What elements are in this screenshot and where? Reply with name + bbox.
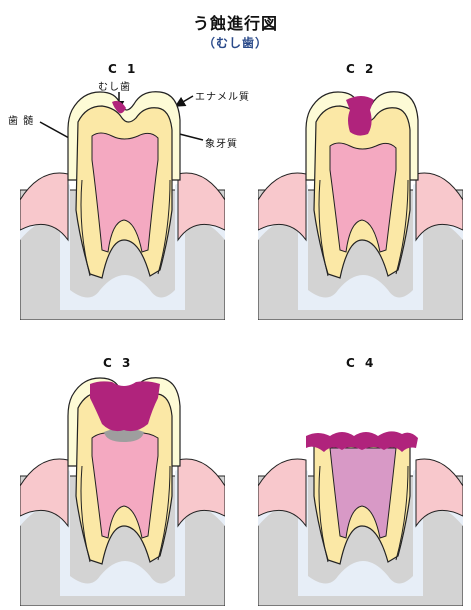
- caries-lesion: [90, 381, 160, 432]
- tooth-diagram-c2: [258, 91, 463, 320]
- gum: [20, 458, 69, 528]
- arrow-enamel: [174, 95, 194, 107]
- tooth-diagram-c4: [258, 431, 463, 606]
- gum: [258, 458, 307, 528]
- caries-lesion: [112, 100, 126, 114]
- annotation-pulp: 歯 髄: [8, 116, 35, 127]
- annotation-enamel: エナメル質: [195, 92, 250, 103]
- root-canal-outline: [318, 179, 409, 277]
- annotation-dentin: 象牙質: [205, 139, 238, 150]
- root-canal-outline: [318, 465, 409, 563]
- stage-label-c3: C 3: [103, 356, 134, 370]
- diagram-title: う蝕進行図: [192, 14, 278, 33]
- caries-lesion: [346, 96, 374, 136]
- gum: [415, 458, 463, 528]
- stage-label-c2: C 2: [346, 62, 377, 76]
- gum: [415, 172, 463, 242]
- diagram-subtitle: （むし歯）: [202, 36, 268, 50]
- gum: [177, 172, 225, 242]
- pulp: [329, 447, 397, 539]
- caries-lesion: [306, 431, 418, 452]
- gum: [177, 458, 225, 528]
- pulp: [329, 142, 397, 253]
- tooth-diagram-c1: [20, 91, 225, 320]
- gum: [20, 172, 69, 242]
- pulp: [91, 132, 159, 253]
- root-canal-outline: [80, 465, 171, 563]
- gray-lesion: [104, 428, 144, 442]
- gum: [258, 172, 307, 242]
- root-canal-outline: [80, 179, 171, 277]
- annotation-caries: むし歯: [98, 82, 131, 93]
- stage-label-c1: C 1: [108, 62, 139, 76]
- stage-label-c4: C 4: [346, 356, 377, 370]
- tooth-diagram-c3: [20, 377, 225, 606]
